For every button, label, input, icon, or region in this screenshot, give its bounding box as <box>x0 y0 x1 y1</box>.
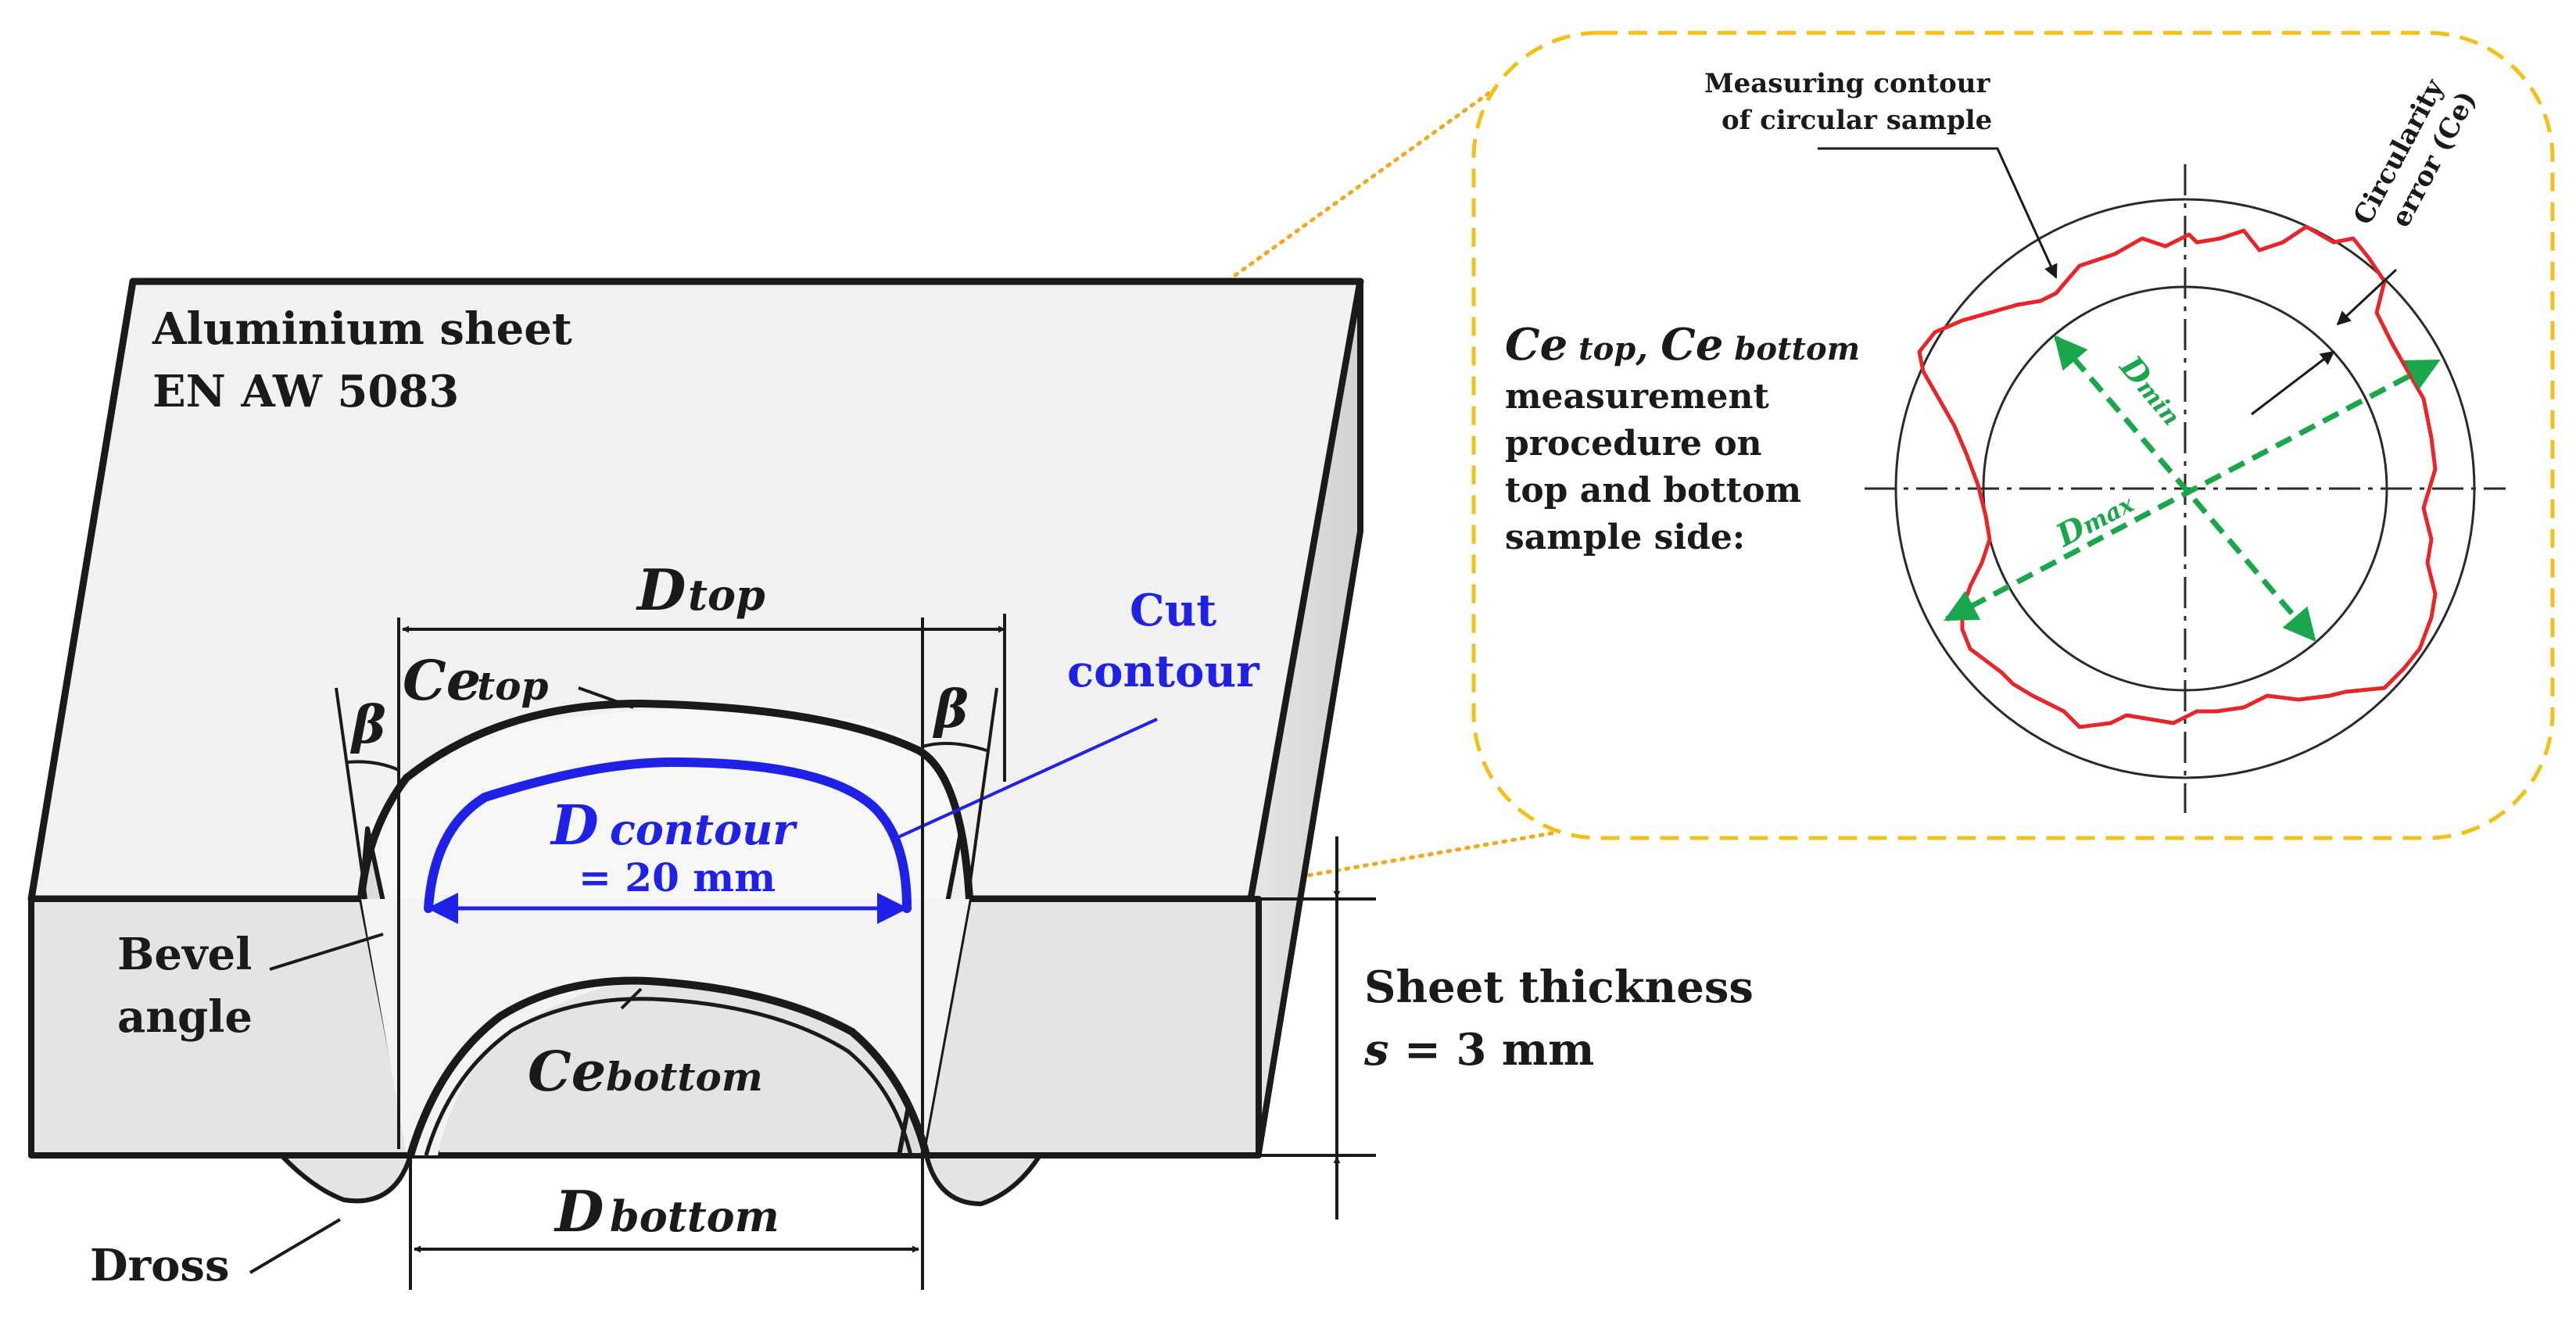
procedure-line2: procedure on <box>1505 424 1762 464</box>
procedure-title: Ce top, Ce bottom <box>1505 319 1860 371</box>
procedure-sep: , <box>1635 326 1661 368</box>
ce-top-label-main: Ce <box>403 648 481 713</box>
thickness-label-line1: Sheet thickness <box>1364 962 1754 1013</box>
d-contour-label-sub: contour <box>610 804 797 854</box>
inset-circle-diagram <box>1818 147 2506 813</box>
d-top-label-sub: top <box>688 570 765 620</box>
beta-right-label: β <box>932 679 969 739</box>
measuring-contour-line1: Measuring contour <box>1704 68 1991 99</box>
sheet-label-line1: Aluminium sheet <box>152 303 572 355</box>
cut-contour-label-line1: Cut <box>1130 585 1216 636</box>
cut-contour <box>424 718 1158 924</box>
annotation-leaders <box>249 686 643 1274</box>
procedure-ce-a-sub: top <box>1567 331 1636 367</box>
cut-contour-label-line2: contour <box>1067 646 1260 697</box>
dross-label: Dross <box>90 1240 229 1291</box>
thickness-label-line2: s = 3 mm <box>1363 1024 1594 1076</box>
sheet-label-line2: EN AW 5083 <box>152 366 459 417</box>
bevel-label-line2: angle <box>117 991 253 1043</box>
ce-bottom-label-sub: bottom <box>606 1054 763 1100</box>
d-top-dimension <box>397 614 1006 1149</box>
thickness-dimension <box>1260 836 1376 1219</box>
procedure-line1: measurement <box>1505 377 1770 417</box>
procedure-line3: top and bottom <box>1505 471 1801 510</box>
d-top-label-main: D <box>636 557 686 623</box>
d-bottom-label-sub: bottom <box>610 1191 779 1241</box>
bevel-angle-lines <box>335 687 998 900</box>
procedure-ce-b-sub: bottom <box>1724 331 1861 367</box>
measuring-contour-line2: of circular sample <box>1722 105 1992 136</box>
thickness-value: = 3 mm <box>1389 1024 1595 1076</box>
d-bottom-dimension <box>409 1157 924 1290</box>
beta-left-label: β <box>349 694 386 755</box>
procedure-ce-b: Ce <box>1661 319 1723 371</box>
procedure-ce-a: Ce <box>1505 319 1567 371</box>
procedure-line4: sample side: <box>1505 517 1745 557</box>
d-bottom-label-main: D <box>554 1178 604 1244</box>
bevel-label-line1: Bevel <box>117 929 252 980</box>
ce-top-label-sub: top <box>477 663 548 709</box>
d-contour-label-main: D <box>550 793 599 858</box>
thickness-var: s <box>1363 1024 1389 1076</box>
ce-bottom-label-main: Ce <box>528 1039 606 1104</box>
d-contour-value: = 20 mm <box>579 854 776 901</box>
